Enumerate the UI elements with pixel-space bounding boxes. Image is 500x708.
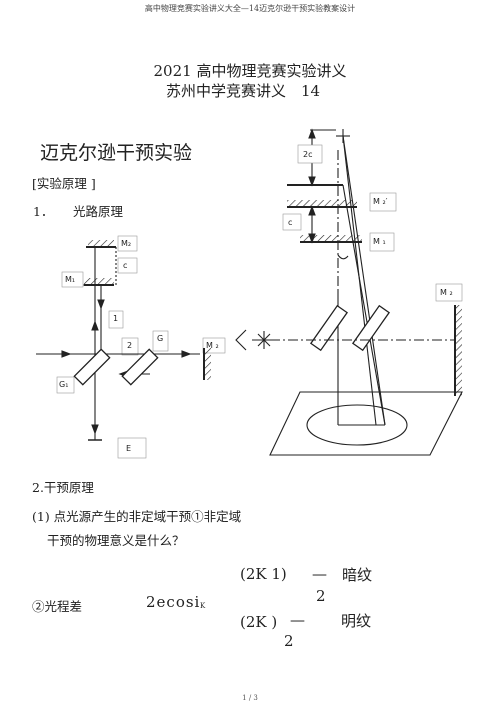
label-2c: 2c: [303, 150, 313, 159]
item2-heading: 2.干预原理: [32, 480, 94, 495]
eq1-dash: —: [312, 565, 327, 583]
label-m2-top: M₂: [121, 239, 132, 248]
label-g1: G₁: [59, 380, 69, 389]
page-number: 1 / 3: [242, 694, 258, 702]
eq2-left: (2K ): [240, 613, 278, 631]
page-header: 高中物理竞赛实验讲义大全—14迈克尔逊干预实验教案设计: [144, 4, 356, 13]
label-beam-1: 1: [113, 314, 119, 323]
item1-text: 光路原理: [73, 204, 124, 219]
eq2-den: 2: [284, 632, 294, 650]
label-m2-prime: M ₂′: [373, 197, 388, 206]
label-g: G: [157, 334, 164, 343]
label-e: E: [126, 444, 132, 453]
item1-number: 1．: [33, 204, 54, 219]
label-m1-right: M ₁: [373, 237, 386, 246]
title-line-2: 苏州中学竞赛讲义 14: [166, 82, 321, 100]
label-c-right: c: [288, 218, 293, 227]
eq1-left: (2K 1): [240, 565, 287, 583]
label-beam-2: 2: [127, 341, 133, 350]
label-m1-left: M₁: [65, 275, 76, 284]
item2-1-line1: (1) 点光源产生的非定域干预①非定域: [32, 509, 242, 524]
label-m2-far: M ₂: [440, 288, 453, 297]
label-c-left: c: [123, 261, 128, 270]
item2-1-line2: 干预的物理意义是什么？: [47, 533, 185, 548]
opd-expr: 2ecosi: [146, 593, 201, 611]
principle-heading: [实验原理 ]: [32, 176, 96, 191]
eq1-den: 2: [316, 587, 326, 605]
label-m2-right: M ₂: [206, 341, 219, 350]
eq2-dash: —: [290, 611, 305, 629]
eq1-dark-fringe: 暗纹: [342, 566, 373, 584]
opd-label: ②光程差: [32, 599, 83, 614]
eq2-bright-fringe: 明纹: [341, 612, 372, 630]
section-title: 迈克尔逊干预实验: [40, 142, 193, 164]
opd-subscript: K: [200, 602, 206, 610]
title-line-1: 2021 高中物理竞赛实验讲义: [153, 62, 347, 80]
